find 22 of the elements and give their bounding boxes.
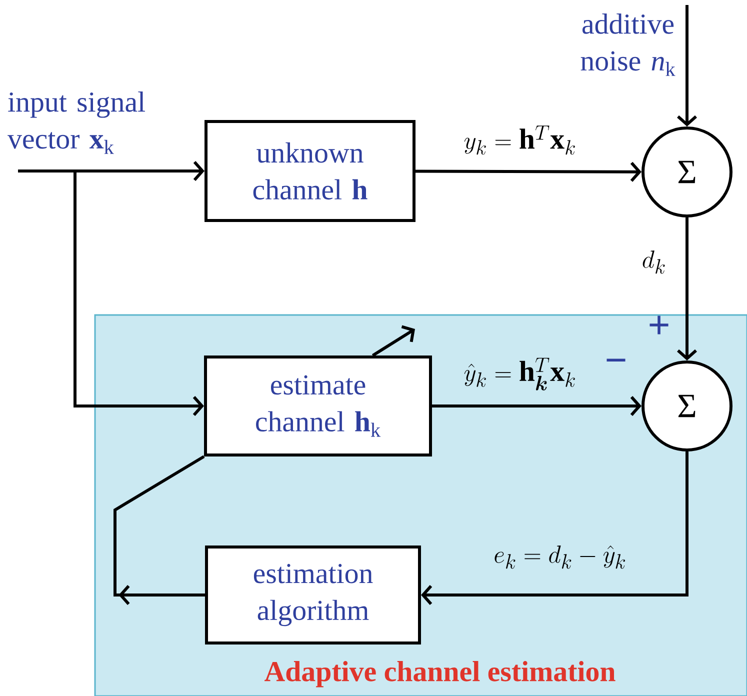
edge-label: $e_{k} = d_{k} - \hat{y}_{k}$: [492, 543, 628, 570]
process-box: estimate channel h$_{k}$: [204, 356, 432, 456]
arrow: [416, 162, 642, 182]
noise-label: additive noise n$_{k}$: [580, 14, 676, 76]
arrow: [372, 325, 415, 357]
edge-label: $\hat{y}_{k} = \mathbf{h}_{\boldsymbol{k}}^{T}\mathbf{x}_{k}$: [462, 356, 578, 392]
edge-label: $y_{k} = \mathbf{h}^{T}\mathbf{x}_{k}$: [462, 124, 578, 156]
process-box: unknown channel h: [204, 120, 416, 222]
arrow: [677, 5, 697, 126]
sign-label: −: [606, 358, 626, 362]
arrow: [74, 171, 204, 416]
summing-junction: Σ: [642, 126, 732, 218]
summing-junction: Σ: [642, 360, 732, 452]
arrow: [421, 452, 688, 605]
sign-label: +: [650, 316, 668, 334]
arrow: [432, 396, 642, 416]
arrow: [677, 218, 697, 360]
panel-title: Adaptive channel estimation: [264, 661, 616, 688]
edge-label: $d_{k}$: [640, 248, 668, 276]
process-box: estimation algorithm: [205, 546, 421, 644]
signal-label: input signal vector x$_{k}$: [8, 92, 145, 154]
arrow: [18, 161, 204, 181]
